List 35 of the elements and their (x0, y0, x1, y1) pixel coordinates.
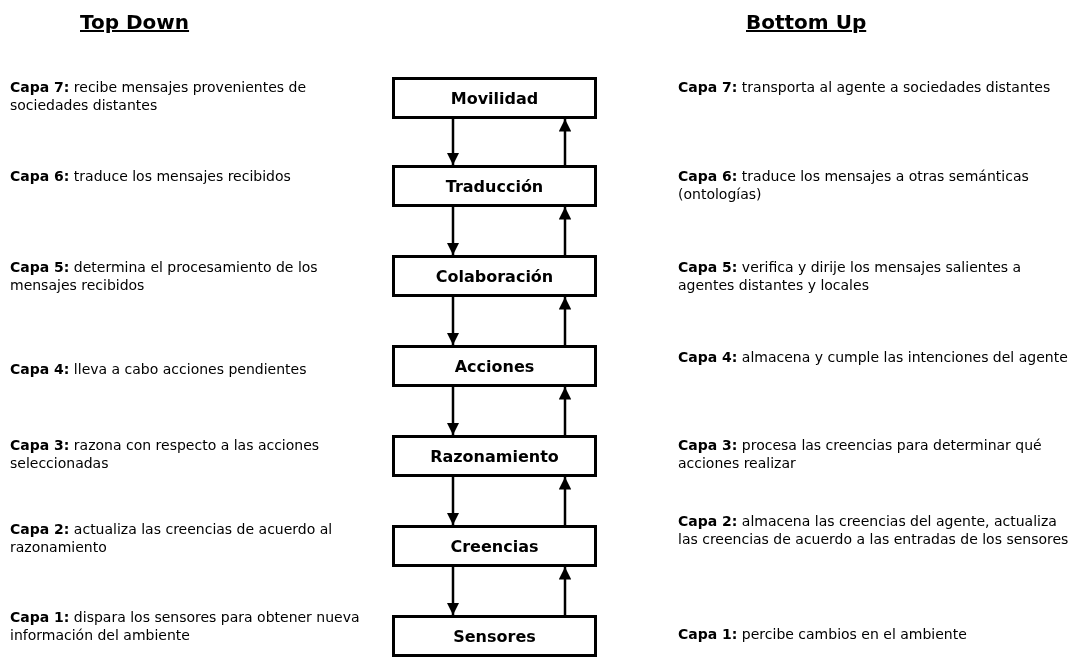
arrow (446, 477, 460, 525)
layer-description: Capa 6: traduce los mensajes a otras semánticas (ontologías) (678, 167, 1030, 203)
layer-description: Capa 1: dispara los sensores para obtener nueva información del ambiente (10, 608, 361, 644)
arrow (558, 207, 572, 255)
column-heading: Bottom Up (746, 10, 867, 34)
layer-box: Colaboración (392, 255, 597, 297)
arrow (446, 207, 460, 255)
arrow (558, 477, 572, 525)
layer-box: Sensores (392, 615, 597, 657)
layer-description: Capa 2: actualiza las creencias de acuerdo al razonamiento (10, 520, 334, 556)
arrow (558, 119, 572, 165)
arrow (558, 297, 572, 345)
layer-box: Creencias (392, 525, 597, 567)
layer-description: Capa 1: percibe cambios en el ambiente (678, 625, 968, 643)
layer-description: Capa 4: lleva a cabo acciones pendientes (10, 360, 308, 378)
column-heading: Top Down (80, 10, 190, 34)
layer-description: Capa 5: determina el procesamiento de los mensajes recibidos (10, 258, 319, 294)
arrow (558, 387, 572, 435)
layer-box: Movilidad (392, 77, 597, 119)
arrow (446, 119, 460, 165)
arrow (558, 567, 572, 615)
layer-box: Traducción (392, 165, 597, 207)
layer-description: Capa 3: razona con respecto a las acciones seleccionadas (10, 436, 321, 472)
layer-description: Capa 7: transporta al agente a sociedades distantes (678, 78, 1052, 96)
layer-description: Capa 4: almacena y cumple las intenciones del agente (678, 348, 1069, 366)
layer-description: Capa 6: traduce los mensajes recibidos (10, 167, 292, 185)
layer-box: Razonamiento (392, 435, 597, 477)
layer-box: Acciones (392, 345, 597, 387)
arrow (446, 297, 460, 345)
arrow (446, 567, 460, 615)
arrow (446, 387, 460, 435)
layer-description: Capa 3: procesa las creencias para determinar qué acciones realizar (678, 436, 1043, 472)
layer-description: Capa 2: almacena las creencias del agente, actualiza las creencias de acuerdo a las entradas de los sensores (678, 512, 1070, 548)
layer-description: Capa 5: verifica y dirije los mensajes salientes a agentes distantes y locales (678, 258, 1023, 294)
layer-description: Capa 7: recibe mensajes provenientes de sociedades distantes (10, 78, 308, 114)
